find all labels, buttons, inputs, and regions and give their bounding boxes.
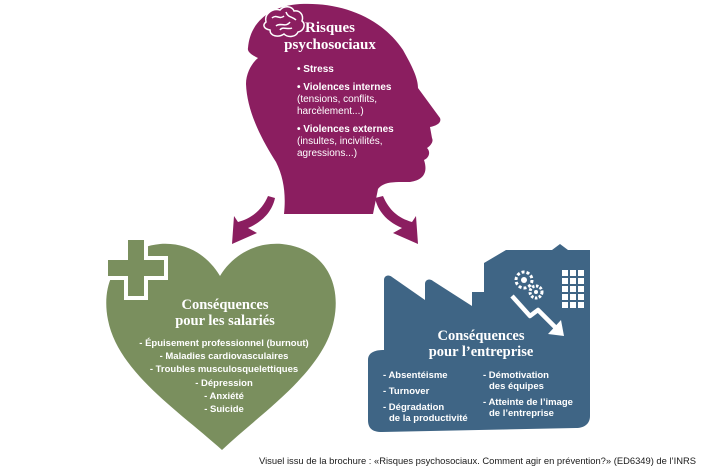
company-consequences-title: Conséquences pour l’entreprise	[428, 328, 534, 360]
list-item: - Anxiété	[204, 390, 244, 402]
gears-icon	[514, 270, 544, 300]
risk-item: • Stress	[297, 64, 334, 75]
list-item: - Turnover	[383, 386, 430, 397]
list-item: - Absentéisme	[383, 370, 448, 381]
company-consequences-left: - Absentéisme - Turnover - Dégradation d…	[383, 370, 468, 429]
down-arrow-icon	[232, 196, 275, 244]
decline-arrow-icon	[510, 294, 564, 336]
employee-consequences-list: - Épuisement professionnel (burnout) - M…	[126, 337, 322, 416]
risk-item: • Violences internes (tensions, conflits…	[297, 82, 392, 117]
list-item: - Maladies cardiovasculaires	[159, 351, 289, 363]
list-item: - Dépression	[195, 377, 253, 389]
head-silhouette	[246, 3, 441, 215]
medical-cross-icon	[104, 236, 168, 300]
list-item: - Troubles musculosquelettiques	[149, 364, 299, 376]
list-item: - Démotivation des équipes	[483, 370, 549, 392]
list-item: - Suicide	[204, 404, 244, 416]
risk-list: • Stress • Violences internes (tensions,…	[297, 64, 394, 166]
list-item: - Dégradation de la productivité	[383, 402, 468, 424]
company-consequences-right: - Démotivation des équipes - Atteinte de…	[483, 370, 573, 424]
source-caption: Visuel issu de la brochure : «Risques ps…	[259, 455, 697, 466]
employee-consequences-title: Conséquences pour les salariés	[175, 297, 275, 329]
factory-windows	[562, 270, 584, 308]
brain-icon	[263, 6, 305, 38]
list-item: - Atteinte de l’image de l’entreprise	[483, 397, 573, 419]
heart-shape	[106, 243, 336, 450]
head-title: Risques psychosociaux	[284, 20, 376, 53]
down-arrow-icon	[375, 196, 418, 244]
list-item: - Épuisement professionnel (burnout)	[139, 338, 309, 349]
risk-item: • Violences externes (insultes, incivili…	[297, 124, 394, 159]
